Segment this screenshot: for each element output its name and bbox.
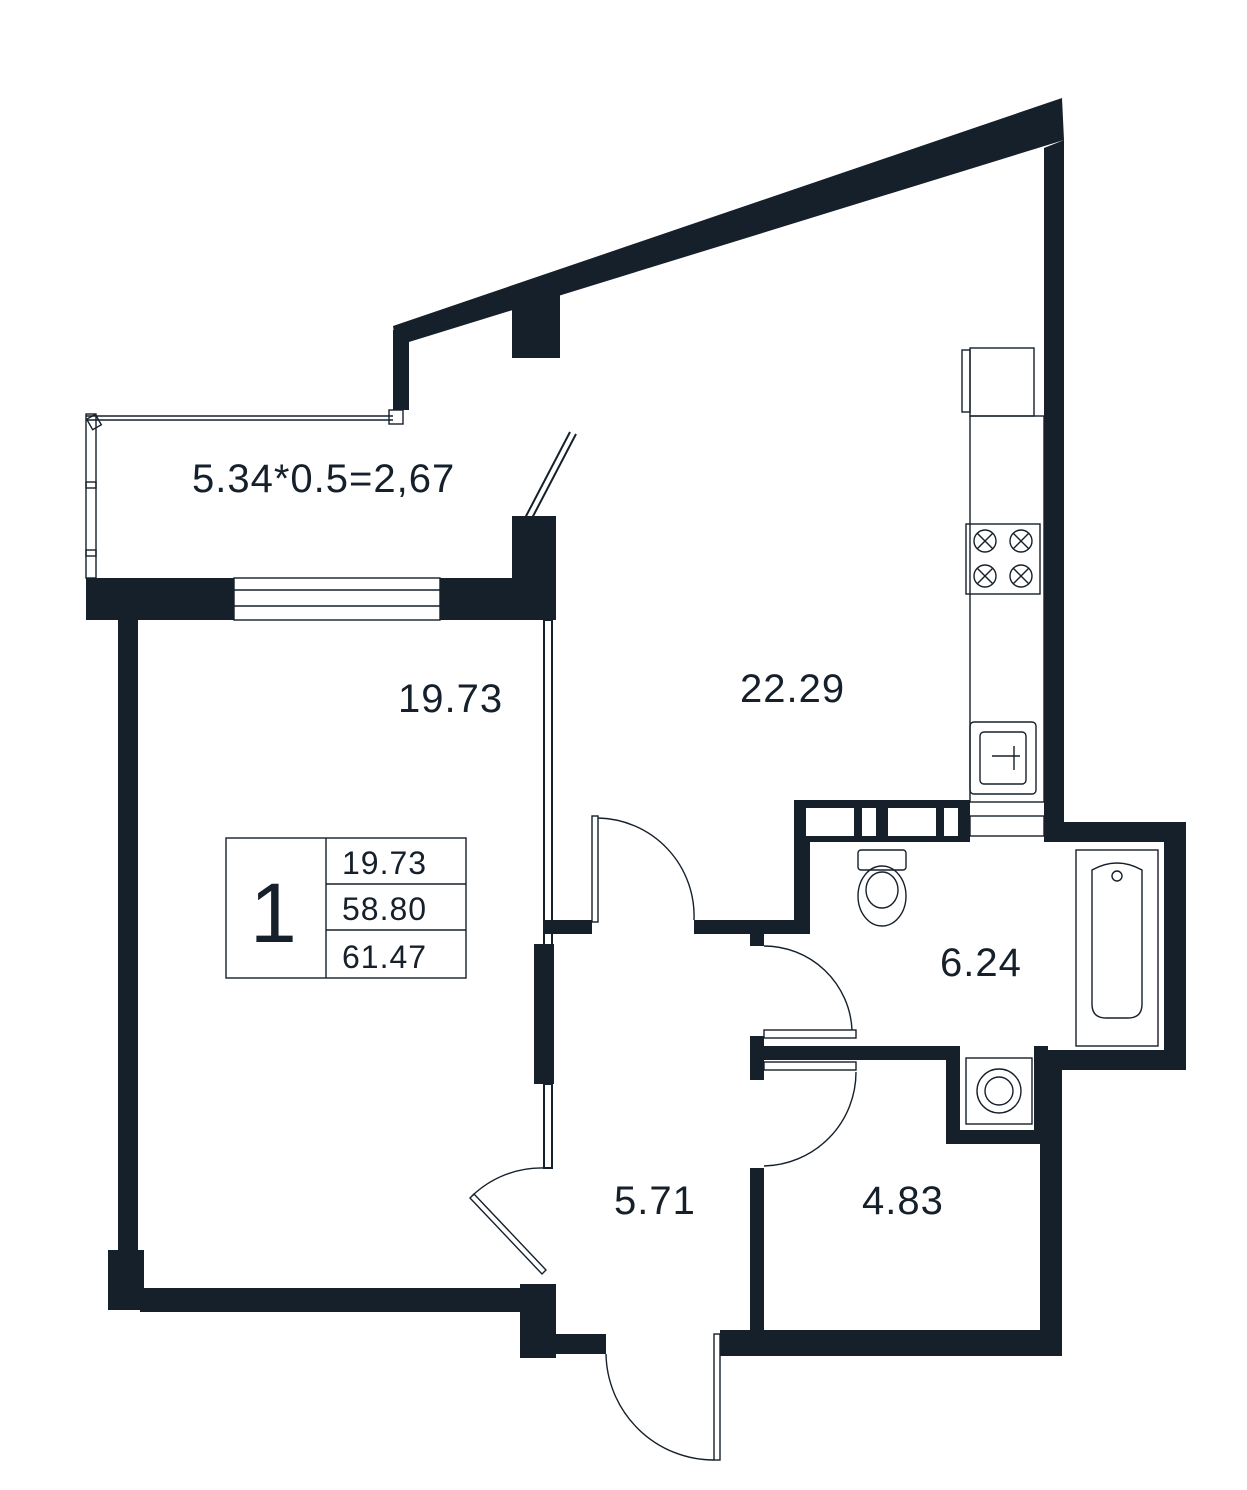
stove-icon bbox=[965, 523, 1041, 595]
bathroom-area-label: 6.24 bbox=[940, 941, 1022, 985]
living-area-value: 19.73 bbox=[342, 845, 427, 881]
area-summary-box: 1 19.73 58.80 61.47 bbox=[225, 837, 467, 979]
kitchen-area-label: 22.29 bbox=[740, 667, 845, 711]
doors bbox=[469, 815, 857, 1461]
interior-walls bbox=[534, 619, 1048, 1346]
bedroom-area-label: 19.73 bbox=[398, 677, 503, 721]
total-area-with-balcony-value: 61.47 bbox=[342, 939, 427, 975]
exterior-walls bbox=[85, 98, 1186, 1358]
total-area-value: 58.80 bbox=[342, 891, 427, 927]
balcony-area-label: 5.34*0.5=2,67 bbox=[192, 457, 455, 501]
room-count: 1 bbox=[250, 866, 297, 960]
sink-icon bbox=[969, 721, 1037, 795]
toilet-icon bbox=[857, 849, 907, 927]
bathroom-fixtures bbox=[857, 849, 1159, 1125]
kitchen-fixtures bbox=[961, 347, 1045, 803]
washing-machine-icon bbox=[965, 1057, 1033, 1125]
storage-area-label: 4.83 bbox=[862, 1179, 944, 1223]
hallway-area-label: 5.71 bbox=[614, 1179, 696, 1223]
bathtub-icon bbox=[1075, 849, 1159, 1047]
